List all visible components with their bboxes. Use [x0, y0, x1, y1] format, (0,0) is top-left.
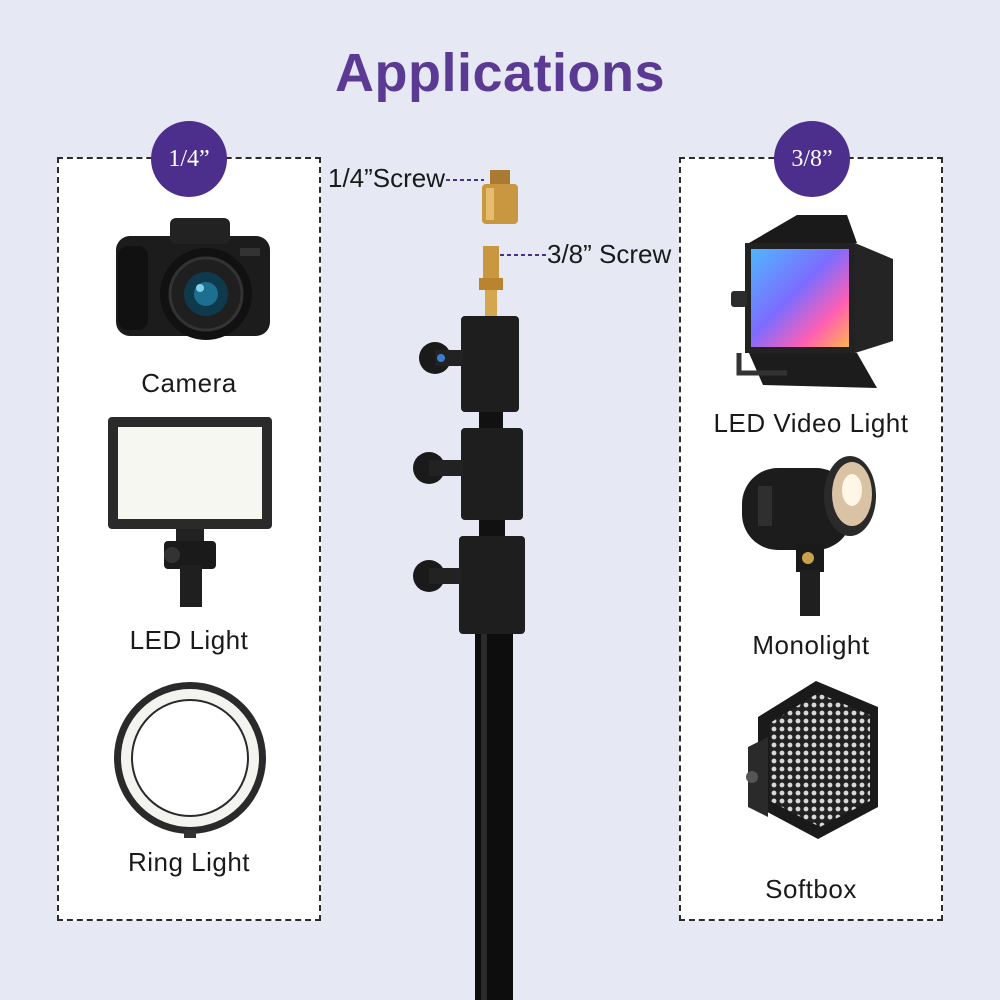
led-video-light-icon — [731, 215, 893, 388]
page-title: Applications — [334, 43, 666, 103]
quarter-inch-screw-adapter-icon — [482, 170, 518, 224]
led-panel-icon — [108, 417, 272, 607]
softbox-label: Softbox — [765, 874, 857, 904]
monolight-label: Monolight — [752, 630, 870, 660]
monolight-icon — [742, 456, 876, 616]
quarter-inch-screw-label: 1/4”Screw — [328, 163, 446, 193]
quarter-inch-badge: 1/4” — [151, 121, 227, 197]
three-eighths-inch-badge: 3/8” — [774, 121, 850, 197]
camera-icon — [116, 218, 270, 340]
screw-leader-line — [446, 179, 484, 181]
ring-light-label: Ring Light — [127, 847, 251, 877]
light-stand-icon — [413, 246, 525, 1000]
softbox-icon — [746, 681, 878, 839]
three-eighths-leader-line — [500, 254, 546, 256]
three-eighths-screw-label: 3/8” Screw — [547, 239, 672, 269]
led-light-label: LED Light — [129, 625, 249, 655]
camera-label: Camera — [141, 368, 237, 398]
led-video-light-label: LED Video Light — [713, 408, 909, 438]
ring-light-icon — [114, 682, 266, 838]
